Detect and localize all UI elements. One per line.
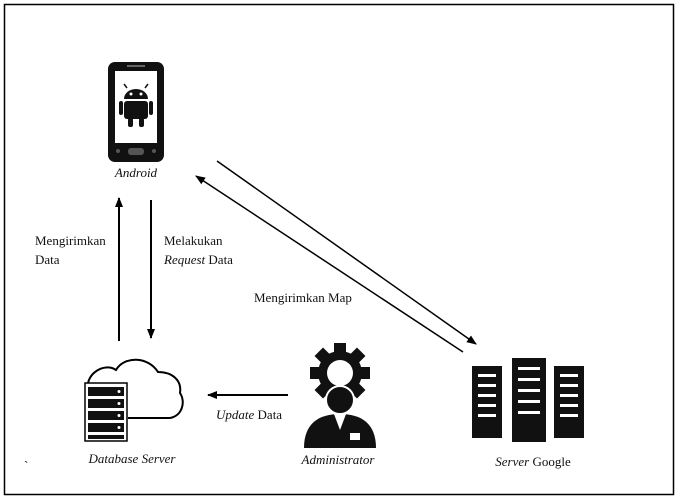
database-server-label: Database Server xyxy=(87,451,176,466)
server-rack-icon xyxy=(472,358,584,442)
edge-label-request-data-line2: Request Data xyxy=(163,252,233,267)
update-word: Update xyxy=(216,407,255,422)
request-rest: Data xyxy=(205,252,233,267)
edge-label-send-data-line2: Data xyxy=(35,252,60,267)
stray-mark: ` xyxy=(24,458,28,473)
administrator-label: Administrator xyxy=(301,452,376,467)
android-label: Android xyxy=(114,165,158,180)
request-word: Request xyxy=(163,252,206,267)
arrow-android-to-google xyxy=(216,160,477,345)
admin-gear-icon xyxy=(304,343,376,448)
diagram-frame xyxy=(3,3,675,496)
edge-label-update-data: Update Data xyxy=(216,407,282,422)
android-phone-icon xyxy=(108,62,164,162)
arrow-google-to-android xyxy=(195,175,464,353)
update-rest: Data xyxy=(254,407,282,422)
edge-label-send-data-line1: Mengirimkan xyxy=(35,233,106,248)
server-google-label-italic: Server xyxy=(495,454,530,469)
server-google-label: Server Google xyxy=(495,454,571,469)
edge-label-request-data-line1: Melakukan xyxy=(164,233,223,248)
database-cloud-icon xyxy=(84,358,184,442)
edge-label-send-map: Mengirimkan Map xyxy=(254,290,352,305)
server-google-label-rest: Google xyxy=(529,454,571,469)
